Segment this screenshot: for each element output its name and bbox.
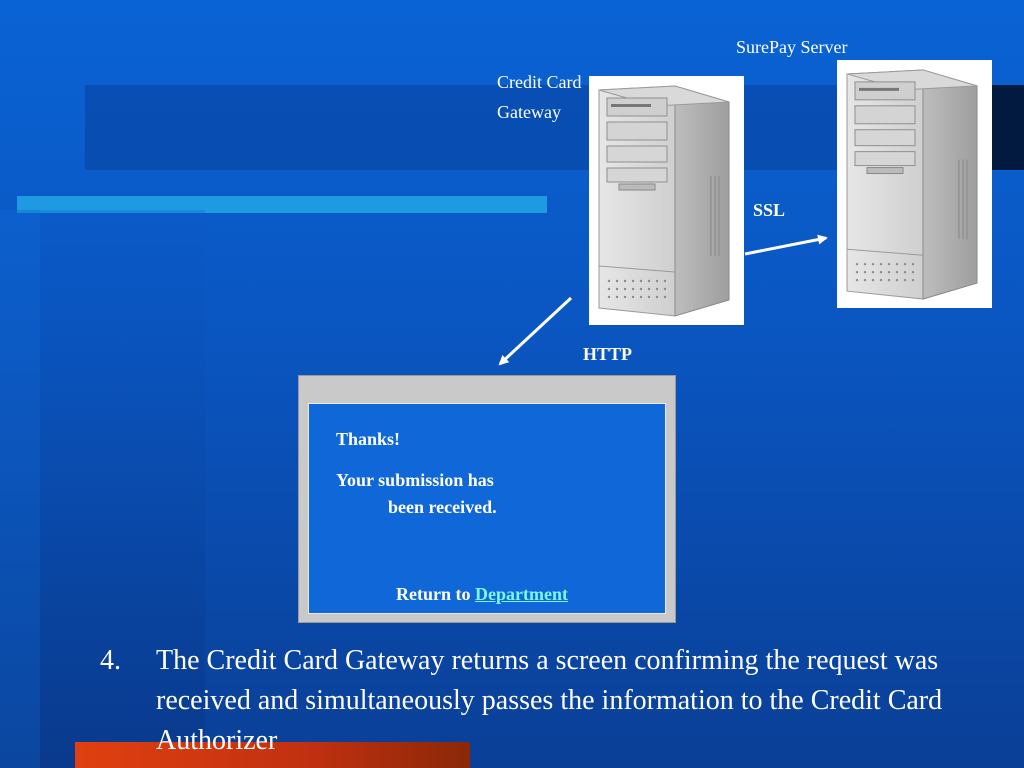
submission-text-line1: Your submission has [336,470,494,490]
orange-accent-bar [75,742,470,768]
return-line: Return to Department [396,582,568,606]
accent-bar [17,196,547,213]
background-left-strip [0,210,205,768]
gateway-label-line2: Gateway [497,102,561,122]
ssl-arrow [744,234,828,256]
confirmation-content: Thanks! Your submission has been receive… [308,403,666,614]
http-label: HTTP [583,344,633,364]
surepay-server-computer-icon [837,60,992,308]
http-arrow [498,296,573,366]
surepay-server-label: SurePay Server [736,37,848,57]
gateway-computer-icon [589,76,744,325]
step-text: The Credit Card Gateway returns a screen… [156,645,943,756]
gateway-label-line1: Credit Card [497,72,582,92]
step-description: 4. The Credit Card Gateway returns a scr… [100,641,1000,761]
confirmation-window: Thanks! Your submission has been receive… [298,375,676,623]
ssl-label: SSL [753,200,786,220]
background-left-strip-inner [0,210,40,768]
return-prefix: Return to [396,584,471,604]
step-number: 4. [100,645,121,676]
desktop-tower-icon [846,69,978,300]
thanks-text: Thanks! [336,429,401,449]
desktop-tower-icon [598,85,730,317]
submission-text-line2: been received. [388,497,497,517]
department-link[interactable]: Department [475,584,568,604]
